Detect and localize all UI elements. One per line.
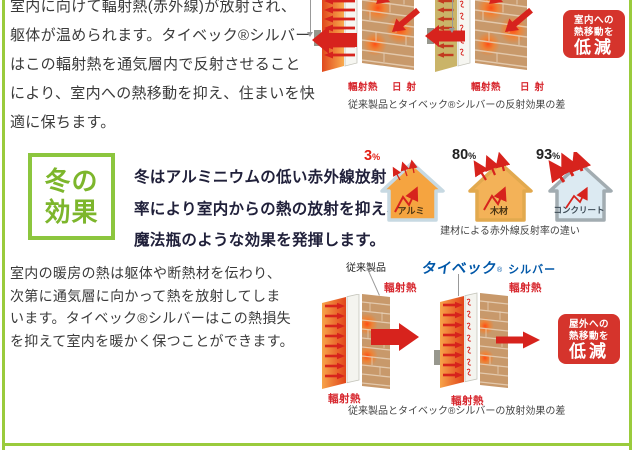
winter-paragraph-line: 室内の暖房の熱は躯体や断熱材を伝わり、 (10, 265, 282, 281)
winter-paragraph-line: 次第に通気層に向かって熱を放射してしま (10, 287, 281, 304)
percent-unit: % (552, 151, 561, 161)
summer-leader-arrowhead (307, 32, 313, 37)
winter-wall-conventional-illustration (322, 294, 390, 389)
solar-label: 日射 (392, 82, 422, 93)
houses-caption: 建材による赤外線反射率の違い (440, 226, 580, 237)
summer-leader-line (310, 0, 311, 32)
brand-name: タイベック (420, 261, 498, 277)
winter-intro-line: 率により室内からの熱の放射を抑え、 (134, 200, 403, 218)
radiant-heat-label: 輻射熱 (509, 282, 542, 294)
house-label-aluminum: アルミ (397, 206, 425, 216)
percent-value: 3 (364, 148, 373, 164)
heat-loss-arrow-large (371, 323, 419, 351)
percent-value: 80 (452, 147, 469, 163)
badge-text: 熱移動を (568, 330, 609, 342)
solar-label: 日射 (520, 82, 550, 93)
badge-text: 室内への (573, 15, 614, 26)
heat-reduction-badge-outdoor: 屋外への 熱移動を 低減 (558, 314, 620, 364)
winter-leader-line (368, 270, 380, 296)
winter-leader-line (458, 274, 459, 296)
house-label-concrete: コンクリート (553, 205, 605, 215)
house-wood-illustration (468, 152, 533, 222)
badge-text: 低減 (574, 38, 614, 57)
winter-title-line: 効果 (44, 197, 99, 227)
summer-wall-tyvek-illustration (425, 0, 533, 72)
winter-intro-line: 魔法瓶のような効果を発揮します。 (134, 232, 386, 249)
frame-left (2, 0, 5, 450)
house-aluminum-illustration (380, 159, 445, 222)
radiant-heat-label: 輻射熱 (328, 393, 361, 405)
winter-intro-paragraph: 冬はアルミニウムの低い赤外線放射 率により室内からの熱の放射を抑え、 魔法瓶のよ… (134, 162, 403, 257)
heat-reduction-badge-indoor: 室内への 熱移動を 低減 (563, 10, 625, 58)
percent-unit: % (468, 151, 477, 161)
brand-sub: シルバー (508, 264, 557, 276)
summer-paragraph-line: 適に保ちます。 (10, 114, 116, 131)
winter-paragraph-line: います。タイベック®シルバーはこの熱損失 (10, 310, 291, 326)
percent-value: 93 (536, 147, 553, 163)
emissivity-percent-aluminum: 3% (364, 147, 380, 165)
summer-wall-conventional-illustration (312, 0, 420, 72)
percent-unit: % (372, 152, 381, 162)
winter-diagram-caption: 従来製品とタイベック®シルバーの放射効果の差 (348, 406, 566, 417)
radiant-heat-label: 輻射熱 (471, 82, 502, 93)
summer-paragraph: 室内に向けて輻射熱(赤外線)が放射され、 躯体が温められます。タイベック®シルバ… (10, 0, 325, 137)
tyvek-silver-logo: タイベック® シルバー (420, 257, 557, 278)
winter-title-line: 冬の (44, 166, 99, 196)
registered-mark: ® (497, 267, 503, 274)
winter-wall-tyvek-illustration (434, 292, 508, 388)
frame-bottom (2, 443, 632, 446)
heat-loss-arrow-small (496, 331, 540, 349)
conventional-product-label: 従来製品 (346, 263, 386, 274)
summer-diagram-caption: 従来製品とタイベック®シルバーの反射効果の差 (348, 100, 566, 111)
emissivity-percent-concrete: 93% (536, 146, 560, 164)
winter-intro-line: 冬はアルミニウムの低い赤外線放射 (134, 169, 387, 186)
radiant-heat-label: 輻射熱 (451, 395, 484, 407)
summer-paragraph-line: 室内に向けて輻射熱(赤外線)が放射され、 (10, 0, 297, 15)
badge-text: 低減 (569, 342, 609, 361)
radiant-heat-label: 輻射熱 (348, 82, 379, 93)
winter-effect-title-badge: 冬の 効果 (28, 153, 115, 240)
summer-paragraph-line: 躯体が温められます。タイベック®シルバー (10, 27, 311, 44)
emissivity-percent-wood: 80% (452, 146, 476, 164)
badge-text: 屋外への (568, 319, 609, 330)
summer-leader-arrowhead (449, 28, 455, 33)
house-label-wood: 木材 (489, 206, 508, 216)
winter-paragraph: 室内の暖房の熱は躯体や断熱材を伝わり、 次第に通気層に向かって熱を放射してしま … (10, 262, 325, 352)
house-concrete-illustration (548, 152, 613, 222)
summer-paragraph-line: により、室内への熱移動を抑え、住まいを快 (10, 85, 316, 102)
summer-leader-line (452, 0, 453, 28)
badge-text: 熱移動を (573, 26, 614, 38)
radiant-heat-label: 輻射熱 (384, 282, 417, 294)
frame-right (629, 0, 632, 450)
summer-paragraph-line: はこの輻射熱を通気層内で反射させること (10, 56, 301, 73)
winter-paragraph-line: を抑えて室内を暖かく保つことができます。 (10, 332, 294, 349)
